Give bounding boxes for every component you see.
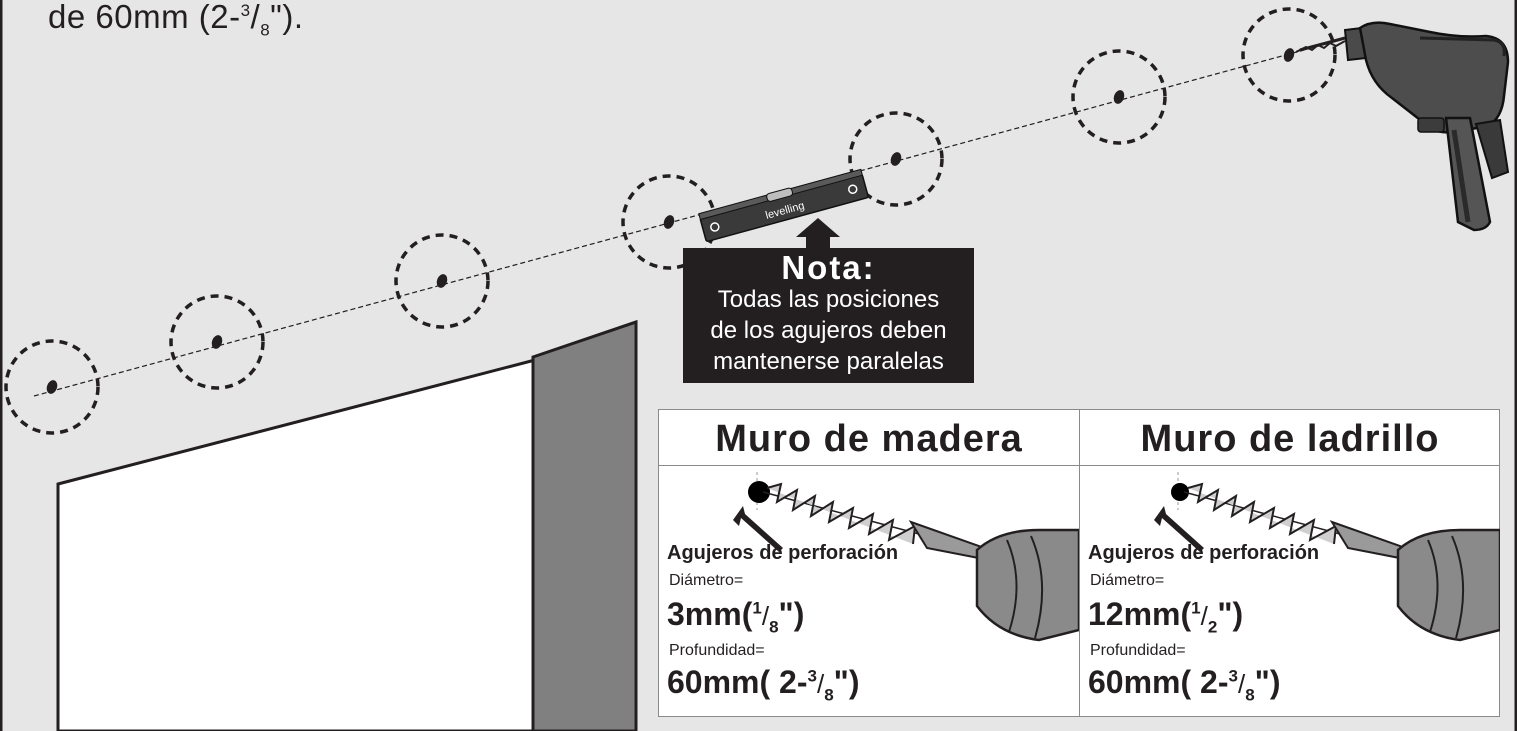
diameter-value: 3mm(1/8") [667,596,805,637]
note-line: Todas las posiciones [717,286,940,313]
column-title: Muro de ladrillo [1080,410,1500,466]
diameter-value: 12mm(1/2") [1088,596,1244,637]
hole-marker-1 [4,339,100,435]
brick-wall-column: Muro de ladrillo Agujeros de perforación… [1079,410,1500,716]
hole-marker-5 [848,111,944,207]
door-jamb [531,319,638,731]
hole-marker-6 [1071,49,1167,145]
depth-label: Profundidad= [1090,642,1186,659]
drill-bit-icon [733,472,1079,642]
intro-text: de 60mm (2-3/8"). [48,0,304,40]
diameter-label: Diámetro= [1090,572,1165,589]
wall-type-table: Muro de madera Agujeros de perforación D… [658,409,1500,717]
note-arrow [796,218,840,250]
depth-value: 60mm( 2-3/8") [1088,664,1281,705]
depth-label: Profundidad= [669,642,765,659]
hole-marker-2 [169,294,265,390]
drill-bit-icon [1154,472,1500,642]
hole-marker-3 [394,233,490,329]
power-drill-icon [1295,21,1510,232]
note-title: Nota: [781,249,876,286]
drill-holes-label: Agujeros de perforación [1088,542,1320,564]
depth-value: 60mm( 2-3/8") [667,664,860,705]
note-line: de los agujeros deben [710,317,947,344]
door-opening [56,358,537,731]
drill-holes-label: Agujeros de perforación [667,542,899,564]
note-box: Nota: Todas las posiciones de los agujer… [683,248,974,383]
note-line: mantenerse paralelas [713,348,944,375]
diameter-label: Diámetro= [669,572,744,589]
spirit-level: levelling [698,168,869,242]
column-title: Muro de madera [659,410,1079,466]
level-guide-line [33,37,1349,397]
hole-marker-7 [1241,7,1337,103]
wood-wall-column: Muro de madera Agujeros de perforación D… [659,410,1079,716]
